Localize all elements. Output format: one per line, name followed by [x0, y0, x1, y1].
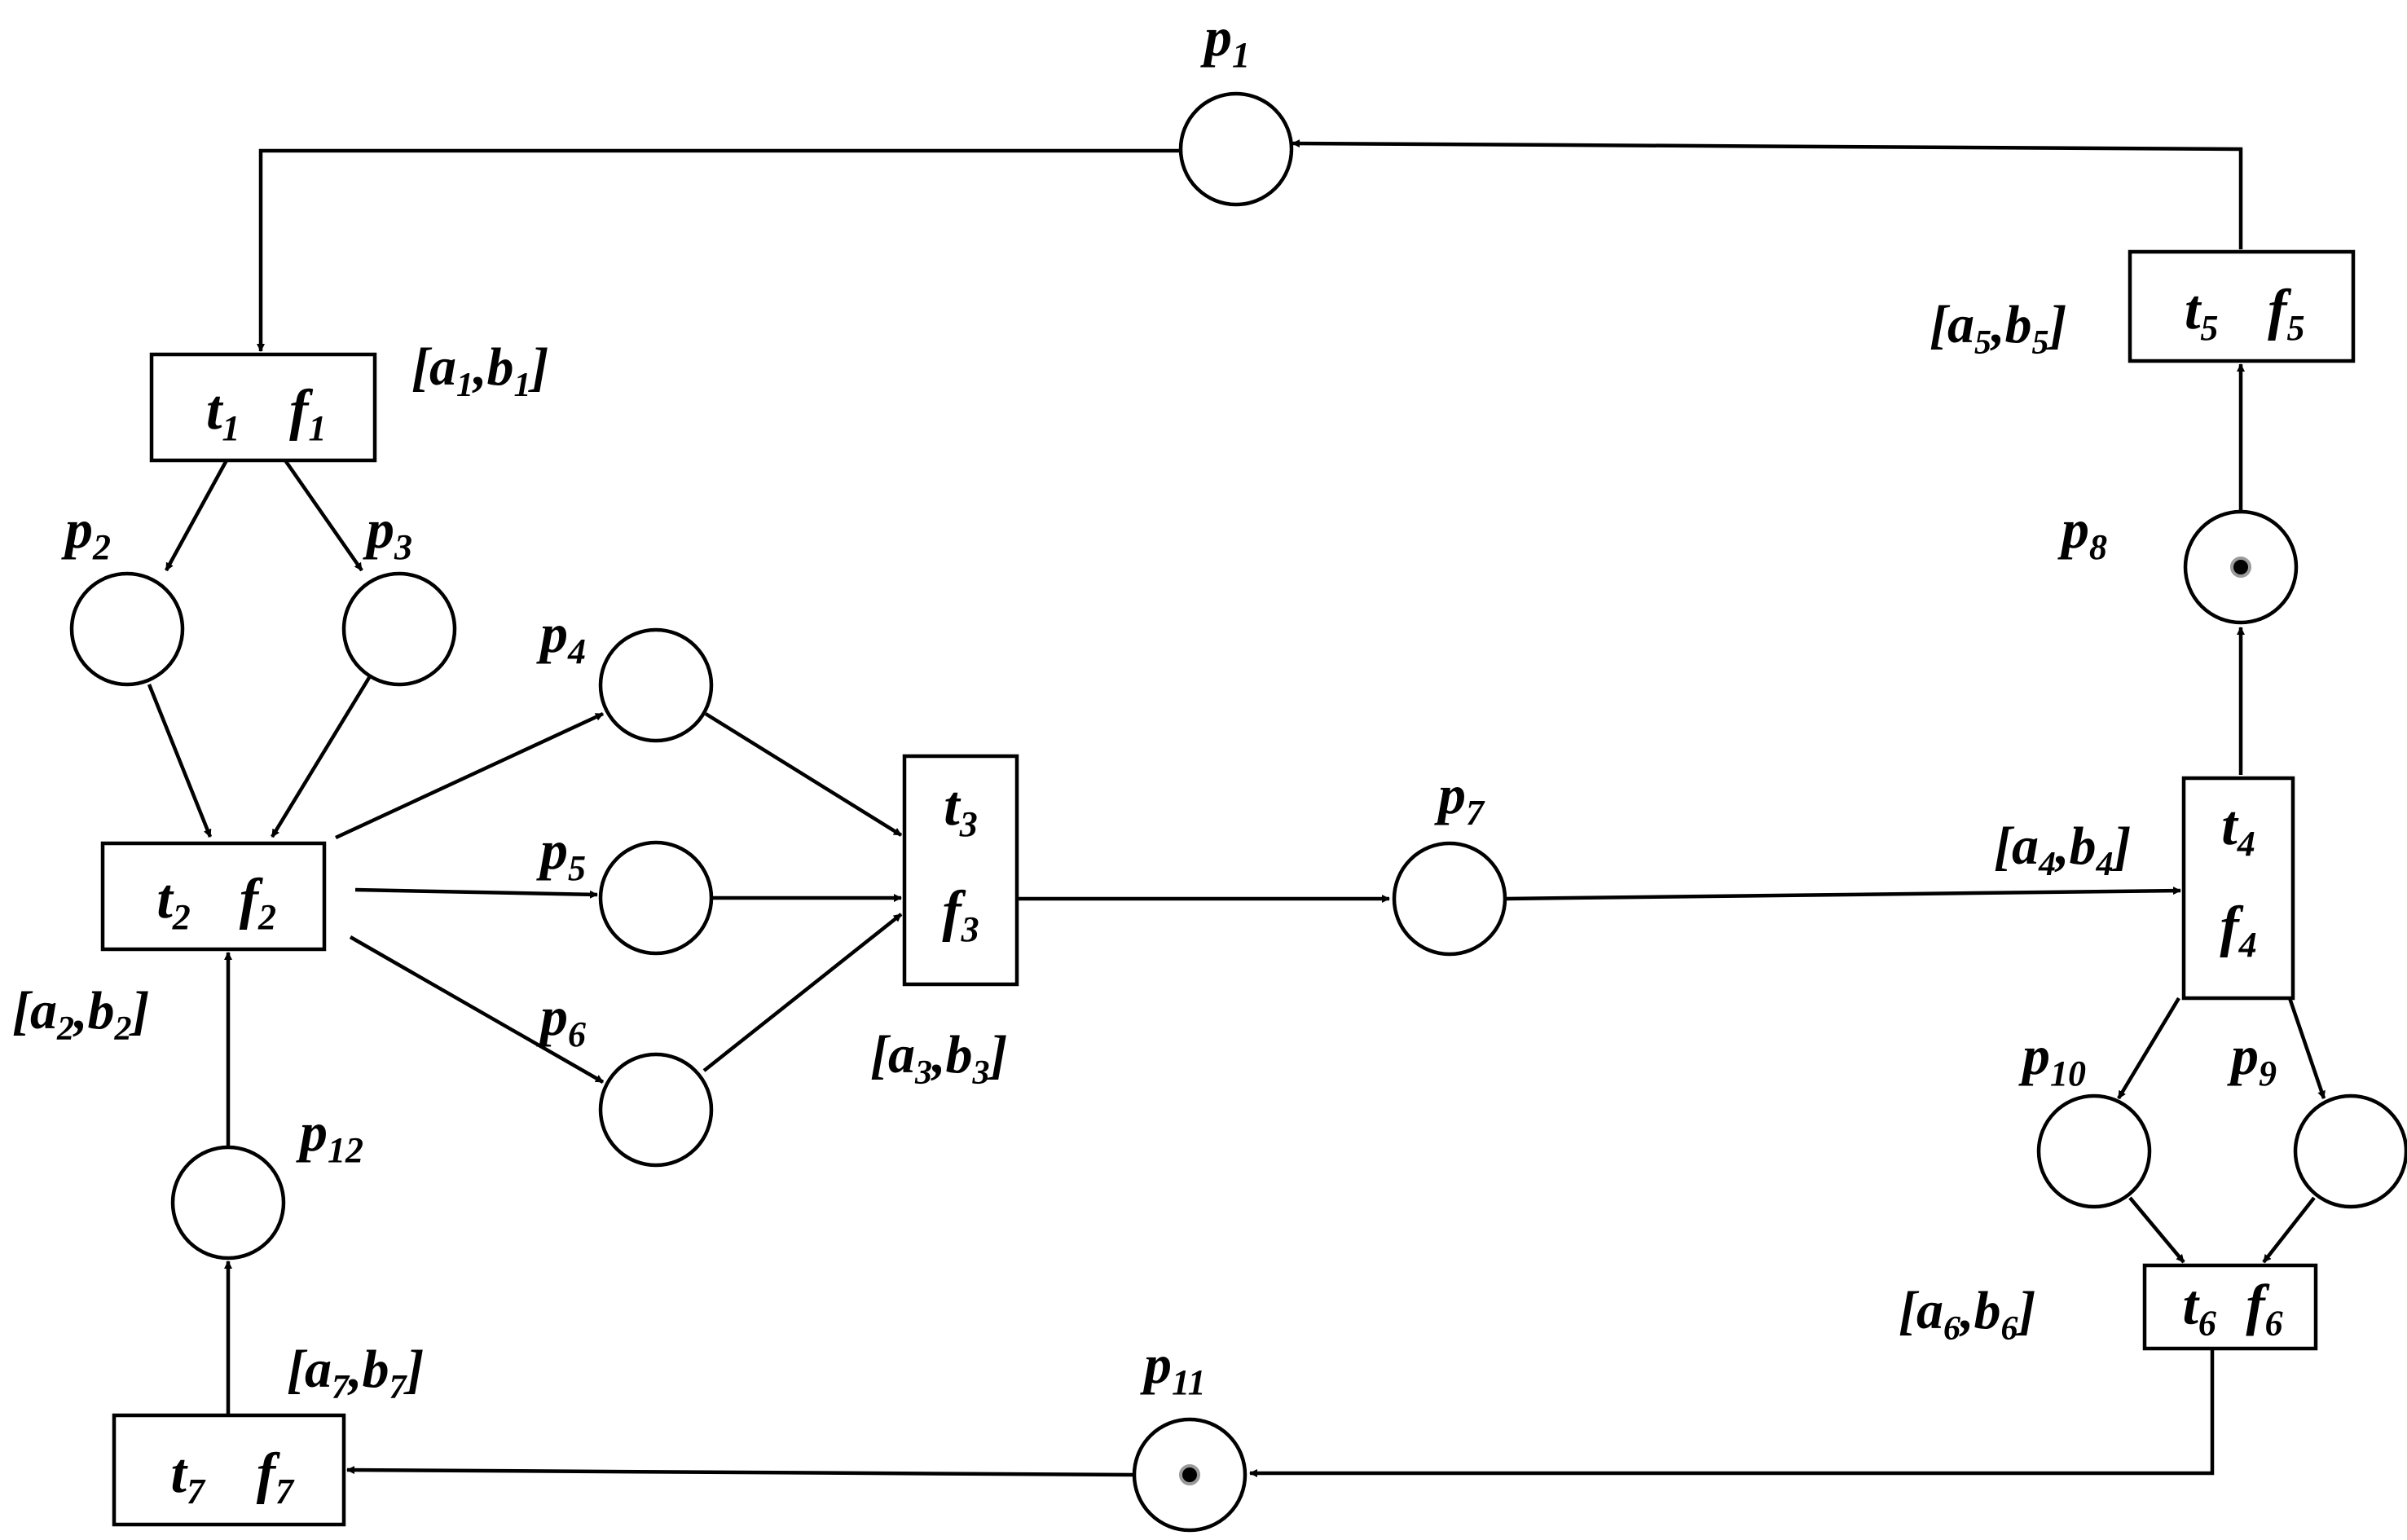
- place-p6: [598, 1052, 714, 1168]
- arc-t4-to-p9: [2287, 997, 2326, 1099]
- place-circle: [1392, 841, 1507, 957]
- transition-t-label: t2: [156, 868, 190, 937]
- arc-t2-to-p5: [354, 887, 598, 899]
- transition-box: [100, 841, 327, 952]
- place-p7: [1392, 841, 1507, 957]
- place-label-p5: p5: [536, 819, 586, 888]
- place-p2: [69, 571, 185, 687]
- arc-t2-to-p4: [335, 711, 604, 840]
- transition-t5: t5 f5: [2128, 249, 2356, 363]
- place-circle: [1178, 91, 1294, 207]
- interval-label-t3: [a3,b3]: [870, 1025, 1007, 1092]
- arc-p3-to-t2: [271, 675, 372, 838]
- place-label-p12: p12: [296, 1101, 363, 1170]
- places-layer: [69, 91, 2407, 1533]
- transition-box: [149, 352, 377, 463]
- place-label-p10: p10: [2018, 1024, 2086, 1093]
- place-p10: [2036, 1093, 2152, 1209]
- place-label-p1: p1: [1200, 6, 1250, 75]
- transition-t-label: t4: [2221, 794, 2255, 864]
- transition-box: [2142, 1263, 2318, 1351]
- transition-box: [2181, 776, 2295, 1001]
- transition-t-label: t7: [171, 1442, 206, 1511]
- transition-t-label: t5: [2185, 279, 2218, 348]
- transition-box: [112, 1413, 346, 1527]
- token-dot: [1179, 1464, 1200, 1485]
- place-p12: [170, 1145, 286, 1261]
- place-p3: [341, 571, 457, 687]
- place-p4: [598, 627, 714, 743]
- arc-p11-to-t7: [346, 1466, 1135, 1477]
- arc-t1-to-p2: [165, 459, 228, 572]
- transition-t-label: t1: [206, 379, 240, 448]
- interval-label-t2: [a2,b2]: [12, 981, 149, 1048]
- transition-box: [902, 754, 1019, 987]
- interval-label-t6: [a6,b6]: [1899, 1281, 2035, 1348]
- place-p9: [2293, 1093, 2407, 1209]
- place-label-p6: p6: [536, 985, 586, 1054]
- place-label-p2: p2: [61, 498, 111, 567]
- arc-t2-to-p6: [349, 935, 605, 1084]
- place-label-p9: p9: [2227, 1024, 2277, 1093]
- token-dot: [2230, 557, 2251, 578]
- place-circle: [69, 571, 185, 687]
- arc-p9-to-t6: [2262, 1196, 2316, 1264]
- interval-label-t4: [a4,b4]: [1994, 816, 2131, 883]
- arc-p6-to-t3: [702, 913, 903, 1072]
- place-label-p3: p3: [363, 498, 412, 567]
- arc-t4-to-p10: [2117, 997, 2180, 1100]
- arc-t5-to-p1: [1292, 139, 2243, 249]
- place-label-p8: p8: [2057, 498, 2107, 567]
- arc-p7-to-t4: [1505, 887, 2181, 901]
- place-circle: [598, 627, 714, 743]
- arc-t1-to-p3: [284, 459, 363, 572]
- arc-t6-to-p11: [1249, 1350, 2215, 1477]
- place-label-p7: p7: [1434, 763, 1485, 833]
- labels-layer: p1 p2 p3 p4 p5 p6 p7 p8 p9 p10 p11 p12 [a1,b1] [a2,b2…: [12, 6, 2277, 1406]
- transition-t-label: t3: [944, 775, 977, 844]
- place-label-p11: p11: [1140, 1333, 1206, 1402]
- place-p5: [598, 840, 714, 956]
- place-circle: [598, 840, 714, 956]
- arc-p2-to-t2: [147, 684, 213, 838]
- place-circle: [170, 1145, 286, 1261]
- place-circle: [2293, 1093, 2407, 1209]
- place-p1: [1178, 91, 1294, 207]
- arc-p4-to-t3: [704, 712, 903, 837]
- arcs-layer: [147, 139, 2326, 1477]
- place-p8: [2183, 509, 2299, 625]
- transition-t1: t1 f1: [149, 352, 377, 463]
- transition-f-label: f5: [2268, 279, 2304, 348]
- place-circle: [598, 1052, 714, 1168]
- place-p11: [1132, 1417, 1248, 1533]
- transition-f-label: f1: [289, 379, 326, 448]
- transition-t-label: t6: [2182, 1274, 2216, 1343]
- arc-p10-to-t6: [2128, 1196, 2185, 1264]
- interval-label-t5: [a5,b5]: [1930, 295, 2066, 362]
- arc-p1-to-t1: [257, 148, 1180, 352]
- place-circle: [2036, 1093, 2152, 1209]
- interval-label-t1: [a1,b1]: [411, 337, 548, 404]
- interval-label-t7: [a7,b7]: [287, 1340, 424, 1406]
- place-label-p4: p4: [536, 602, 586, 671]
- transition-box: [2128, 249, 2356, 363]
- place-circle: [341, 571, 457, 687]
